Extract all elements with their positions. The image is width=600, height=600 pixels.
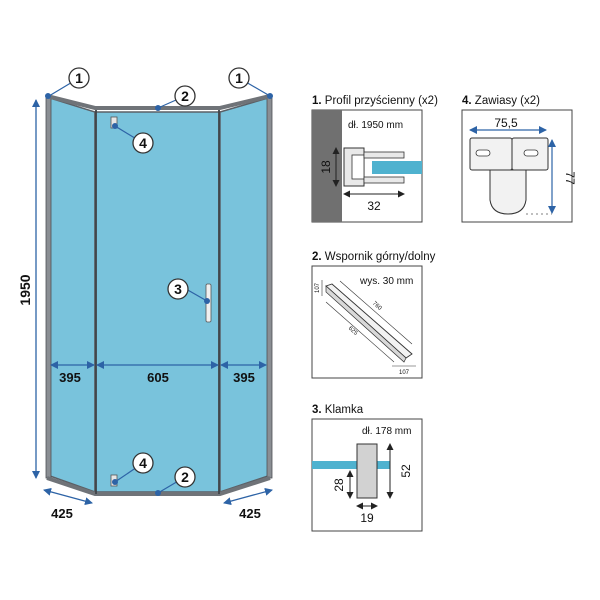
right-depth-line [223,487,273,506]
enclosure-drawing [45,94,273,496]
profile-height-label: 18 [319,160,333,174]
callout-1-right-label: 1 [235,70,243,86]
handle-length-label: dł. 178 mm [362,426,411,437]
handle-total-label: 52 [399,464,413,478]
right-depth-label: 425 [239,506,261,521]
callout-1-left [68,67,90,89]
main-dimensions: 1950 395 605 395 425 425 [17,99,273,521]
door-width-label: 605 [147,370,169,385]
detail-hinge: 4. Zawiasy (x2) 75,5 77 [461,95,577,223]
callout-2-bottom-label: 2 [181,469,189,485]
bracket-height-label: wys. 30 mm [359,276,413,287]
detail-bracket: 2. Wspornik górny/dolny wys. 30 mm 107 7… [311,251,436,379]
callout-3-label: 3 [174,281,182,297]
callouts: 1 1 2 4 3 4 2 [45,67,273,496]
handle-body [356,443,378,499]
callout-1-left-label: 1 [75,70,83,86]
height-label: 1950 [17,274,33,305]
callout-2-top-label: 2 [181,88,189,104]
detail-handle-box [311,418,423,532]
profile-width-label: 32 [367,199,381,213]
right-side-width-label: 395 [233,370,255,385]
handle-part-label: 28 [332,478,346,492]
left-wall-profile [45,95,52,479]
hinge-height-label: 77 [563,171,577,185]
bracket-dim-b-label: 107 [399,370,410,376]
detail-hinge-title: 4. Zawiasy (x2) [462,95,540,107]
detail-profile: 1. Profil przyścienny (x2) dł. 1950 mm 1… [311,95,438,223]
handle-width-label: 19 [360,511,374,525]
bracket-long-label: 760 [371,301,383,313]
glass-section [372,161,422,174]
callout-4-top-label: 4 [139,135,147,151]
left-depth-label: 425 [51,506,73,521]
detail-handle: 3. Klamka dł. 178 mm 52 28 19 [311,404,423,532]
callout-2-top [174,85,196,107]
right-wall-profile [266,95,273,479]
door-panel [94,111,221,493]
callout-4-bottom [132,452,154,474]
callout-3 [167,278,189,300]
callout-1-right [228,67,250,89]
detail-handle-title: 3. Klamka [312,404,364,416]
bracket-inner-label: 625 [347,326,359,338]
handle-glass [312,461,390,469]
left-depth-line [43,487,93,506]
hinge-width-label: 75,5 [494,116,518,130]
callout-4-bottom-label: 4 [139,455,147,471]
callout-4-top [132,132,154,154]
profile-length-label: dł. 1950 mm [348,120,403,131]
detail-profile-title: 1. Profil przyścienny (x2) [312,95,438,107]
bracket-dim-a-label: 107 [315,282,321,293]
left-side-panel [49,96,96,494]
detail-bracket-title: 2. Wspornik górny/dolny [312,251,436,263]
callout-2-bottom [174,466,196,488]
right-side-panel [219,97,269,494]
left-side-width-label: 395 [59,370,81,385]
